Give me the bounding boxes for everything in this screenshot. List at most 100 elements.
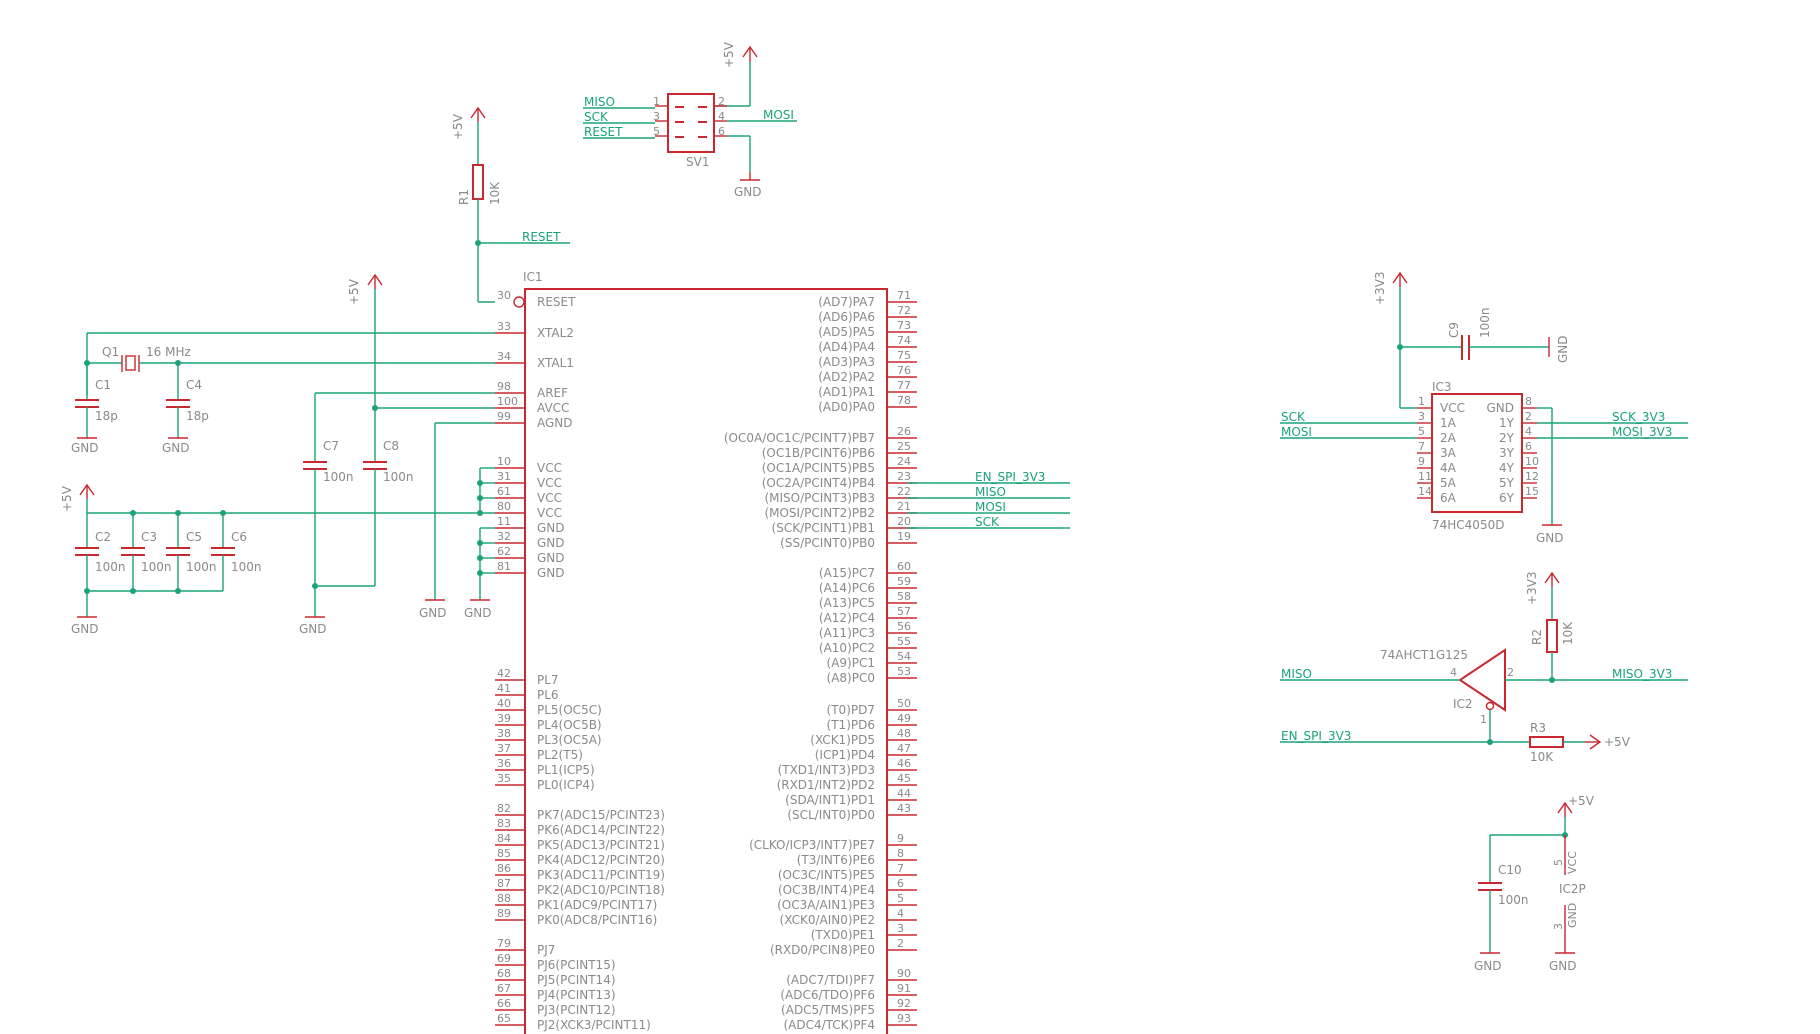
ic1-pin-name: (ICP1)PD4	[815, 748, 875, 762]
ic1-pin-name: (ADC6/TDO)PF6	[780, 988, 875, 1002]
ic1-pin-num: 65	[497, 1012, 511, 1025]
ic1-pin-num: 49	[897, 712, 911, 725]
ic1-gnd-label: GND	[464, 606, 492, 620]
ic1-pin-name: PJ5(PCINT14)	[537, 973, 616, 987]
ic1-pin-num: 34	[497, 350, 511, 363]
ic1-pin-num: 3	[897, 922, 904, 935]
ic1-pin-name: PK6(ADC14/PCINT22)	[537, 823, 665, 837]
decoupling-gnd-label: GND	[71, 622, 99, 636]
crystal-circuit[interactable]: Q1 16 MHz C1 18p GND C4 18p GND	[71, 332, 495, 455]
c10-value: 100n	[1498, 893, 1529, 907]
ic3-pin-num: 6	[1525, 440, 1532, 453]
ic1-pin-num: 55	[897, 635, 911, 648]
ic3-pin-name: 4A	[1440, 461, 1457, 475]
ic1-pin-name: PK0(ADC8/PCINT16)	[537, 913, 657, 927]
ic3-gnd-label: GND	[1536, 531, 1564, 545]
ic1-pin-num: 22	[897, 485, 911, 498]
ic3-pin-name: GND	[1486, 401, 1514, 415]
sv1-pin5: 5	[653, 125, 660, 138]
ic1-pin-name: AGND	[537, 416, 573, 430]
ic1-pin-num: 90	[897, 967, 911, 980]
ic1-pin-num: 25	[897, 440, 911, 453]
ic1-pin-num: 75	[897, 349, 911, 362]
ic1-pin-num: 37	[497, 742, 511, 755]
ic1-pin-name: (SDA/INT1)PD1	[785, 793, 875, 807]
ic1-pin-num: 79	[497, 937, 511, 950]
sv1-header[interactable]: +5V 1 2 3 4 5 6 SV1 MISO SCK RESET MOSI	[583, 41, 797, 199]
ic1-pin-num: 98	[497, 380, 511, 393]
sv1-pins	[675, 106, 707, 138]
ic1-pin-name: PK4(ADC12/PCINT20)	[537, 853, 665, 867]
r2-3v3-label: +3V3	[1525, 571, 1539, 605]
ic1-pin-num: 42	[497, 667, 511, 680]
ic2-buffer[interactable]: 74AHCT1G125 IC2 MISO 4 2 MISO_3V3 1 EN_S…	[1280, 571, 1688, 764]
ic1-spi-nets[interactable]: EN_SPI_3V3 MISO MOSI SCK	[907, 470, 1070, 529]
c9-value: 100n	[1478, 307, 1492, 338]
ic1-pin-num: 62	[497, 545, 511, 558]
ic1-pin-name: (OC3B/INT4)PE4	[778, 883, 875, 897]
ic3-pin-num: 4	[1525, 425, 1532, 438]
ic1-pin-name: (A12)PC4	[819, 611, 875, 625]
ic1-body	[524, 288, 888, 1034]
ic3-pin-num: 15	[1525, 485, 1539, 498]
ic1-pin-num: 36	[497, 757, 511, 770]
ic1-pin-name: PL1(ICP5)	[537, 763, 595, 777]
ic1-pin-num: 87	[497, 877, 511, 890]
ic1-pin-num: 24	[897, 455, 911, 468]
c10-name: C10	[1498, 863, 1522, 877]
ic3-pin-num: 10	[1525, 455, 1539, 468]
ic1-pin-name: (CLKO/ICP3/INT7)PE7	[749, 838, 875, 852]
r1-body	[472, 164, 484, 200]
ic1-pin-name: (A11)PC3	[819, 626, 875, 640]
ic1-pin-num: 11	[497, 515, 511, 528]
r2-body	[1546, 619, 1558, 653]
ic1-pin-num: 61	[497, 485, 511, 498]
ic1-pin-name: (A14)PC6	[819, 581, 875, 595]
r1-value: 10K	[488, 181, 502, 205]
ic3-pin-name: 3Y	[1499, 446, 1515, 460]
ic2-pin4-label: 4	[1450, 666, 1457, 679]
ic1-pin-name: PJ7	[537, 943, 555, 957]
sv1-net-miso: MISO	[584, 95, 615, 109]
ic1-pin-name: PJ3(PCINT12)	[537, 1003, 616, 1017]
r3-value: 10K	[1530, 750, 1554, 764]
c7-gnd-label: GND	[299, 622, 327, 636]
ic1-pin-name: (OC3A/AIN1)PE3	[777, 898, 875, 912]
c9-gnd-label: GND	[1556, 335, 1570, 363]
c1-name: C1	[95, 378, 111, 392]
q1-value: 16 MHz	[146, 345, 191, 359]
ic1-pin-name: PJ2(XCK3/PCINT11)	[537, 1018, 651, 1032]
ic3-pin-num: 12	[1525, 470, 1539, 483]
ic1-pin-num: 73	[897, 319, 911, 332]
ic1-pin-name: (OC1B/PCINT6)PB6	[762, 446, 875, 460]
net-miso-label: MISO	[975, 485, 1006, 499]
ic3-pin-name: 3A	[1440, 446, 1457, 460]
analog-supply-circuit[interactable]: +5V GND C7 100n C8 100n GND	[299, 273, 495, 636]
ic3-3v3-label: +3V3	[1373, 271, 1387, 305]
ic1-pin-num: 54	[897, 650, 911, 663]
ic1-pin-name: PL3(OC5A)	[537, 733, 602, 747]
decoupling-circuit[interactable]: +5V GND C2 100n	[60, 467, 495, 636]
r1-5v-label: +5V	[451, 113, 465, 140]
ic2p-power[interactable]: +5V GND C10 100n 5 VCC IC2P 3 GND GND	[1474, 794, 1595, 973]
ic1-pin-name: (MOSI/PCINT2)PB2	[764, 506, 875, 520]
sv1-gnd-label: GND	[734, 185, 762, 199]
ic1-pin-num: 88	[497, 892, 511, 905]
ic1-pin-name: (A10)PC2	[819, 641, 875, 655]
c4-gnd-label: GND	[162, 441, 190, 455]
c4-name: C4	[186, 378, 202, 392]
ic1-pin-num: 33	[497, 320, 511, 333]
ic1-right-pins: 71(AD7)PA772(AD6)PA673(AD5)PA574(AD4)PA4…	[724, 289, 917, 1032]
ic1-pin-num: 78	[897, 394, 911, 407]
sv1-pin4: 4	[718, 110, 725, 123]
r1-reset-circuit[interactable]: +5V R1 10K RESET	[451, 106, 570, 303]
ic3-pin-name: 4Y	[1499, 461, 1515, 475]
ic1-pin-num: 72	[897, 304, 911, 317]
ic1-pin-num: 39	[497, 712, 511, 725]
ic1-pin-num: 35	[497, 772, 511, 785]
ic1-pin-name: PK5(ADC13/PCINT21)	[537, 838, 665, 852]
